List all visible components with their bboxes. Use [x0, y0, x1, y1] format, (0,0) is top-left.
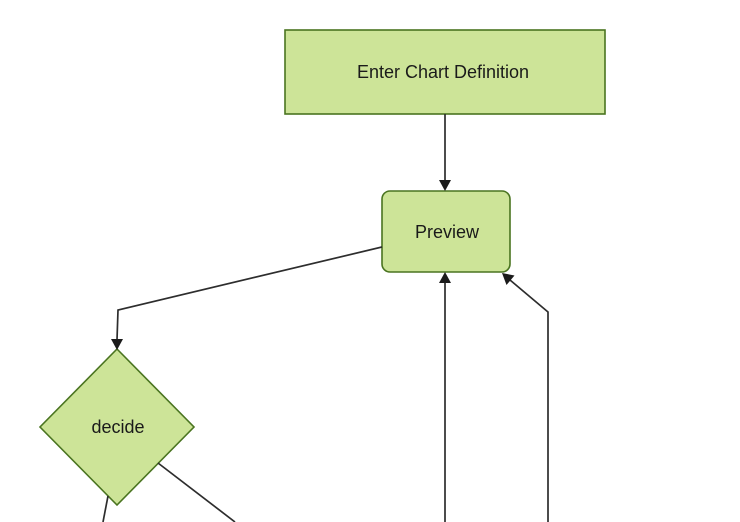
node-preview-label: Preview	[415, 222, 480, 242]
arrowhead-into-preview-top	[439, 180, 451, 191]
node-decide-label: decide	[91, 417, 144, 437]
node-enter-chart-definition-label: Enter Chart Definition	[357, 62, 529, 82]
arrowhead-into-preview-bottom	[439, 272, 451, 283]
edge-decide-to-offscreen-bottom-left	[102, 495, 109, 522]
edge-offscreen-bottom-right-to-preview	[509, 279, 549, 522]
node-preview	[381, 190, 511, 273]
arrowhead-into-decide-top	[111, 339, 123, 350]
edge-decide-to-offscreen-bottom-right	[157, 462, 236, 522]
arrowhead-into-preview-bottom-right	[502, 273, 515, 285]
edge-preview-to-decide	[116, 246, 383, 341]
edges-group	[102, 114, 549, 522]
node-decide	[38, 347, 196, 507]
node-enter-chart-definition	[284, 29, 606, 115]
nodes-group: Enter Chart Definition Preview decide	[38, 29, 606, 507]
